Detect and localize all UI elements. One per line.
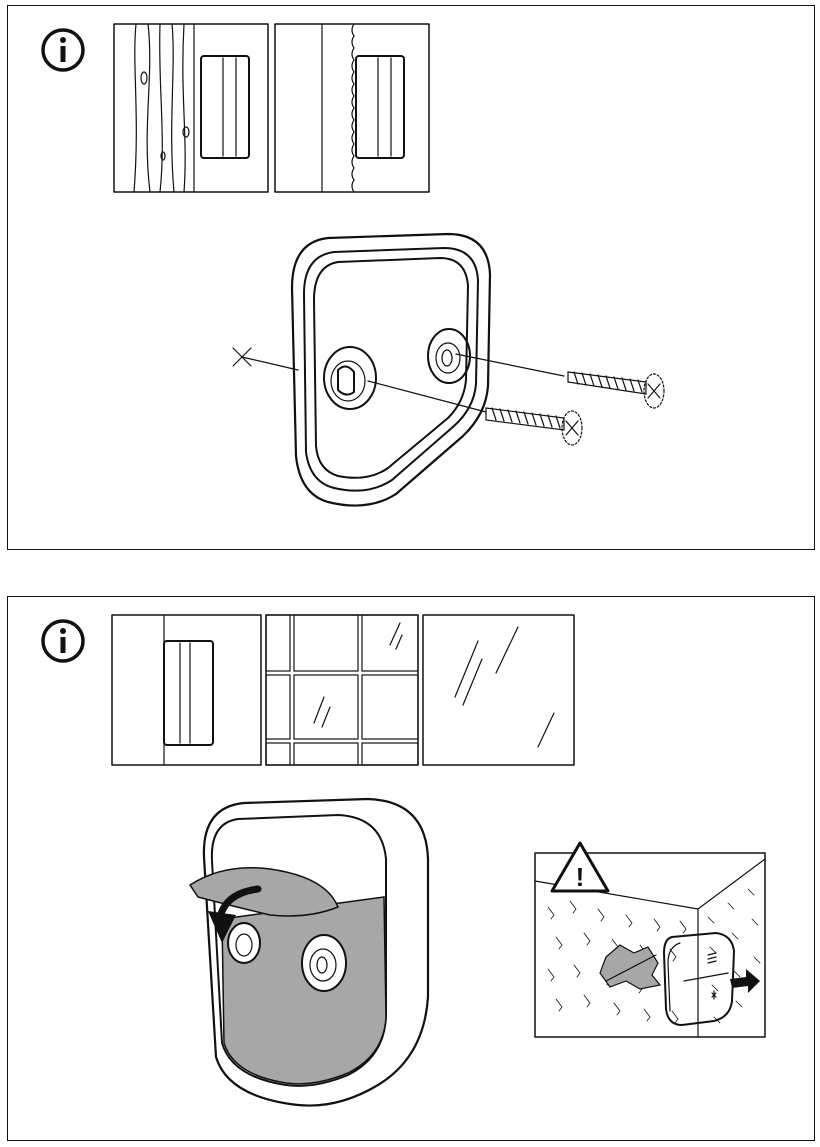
warning-inset: !: [534, 841, 766, 1038]
screw-icon: [567, 371, 665, 409]
adhesive-mounting-plate: [188, 797, 430, 1107]
plaster-surface: [274, 23, 430, 193]
mounting-plate: [290, 232, 492, 507]
crosshair-mark: [232, 347, 299, 371]
info-icon: [41, 619, 85, 663]
peel-arrow-icon: [208, 885, 262, 943]
smooth-surface: [111, 614, 262, 766]
glass-surface: [422, 614, 575, 766]
svg-text:!: !: [576, 862, 585, 892]
panel-adhesive-mounting: !: [7, 596, 815, 1141]
screw-icon: [485, 407, 583, 446]
warning-icon: !: [550, 841, 610, 893]
info-icon: [41, 28, 85, 72]
tile-surface: [265, 614, 419, 766]
panel-screw-mounting: [7, 5, 815, 550]
wood-surface: [113, 23, 269, 193]
